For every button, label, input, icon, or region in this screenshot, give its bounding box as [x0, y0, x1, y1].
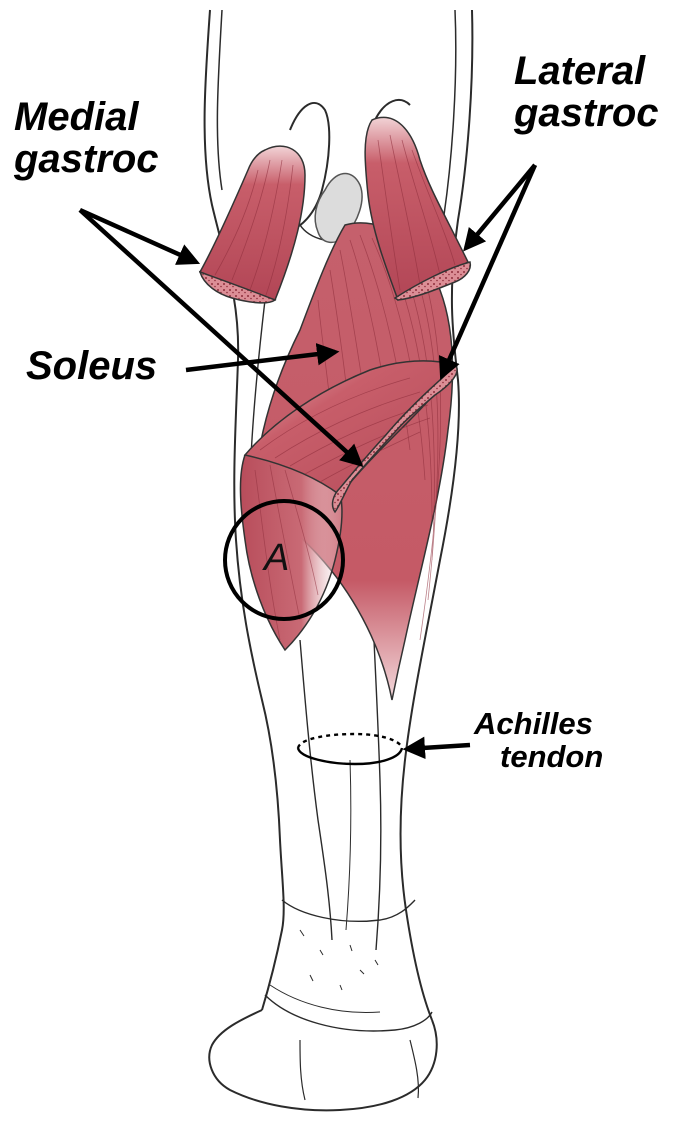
- achilles-marker: [298, 734, 402, 764]
- medial-gastroc-label-line1: Medial: [14, 96, 159, 138]
- achilles-label-line1: Achilles: [474, 708, 603, 741]
- lateral-gastroc-label-line2: gastroc: [512, 92, 659, 134]
- region-a-label: A: [264, 537, 289, 580]
- soleus-label: Soleus: [26, 345, 157, 387]
- achilles-label-line2: tendon: [474, 741, 603, 774]
- achilles-tendon-label: Achilles tendon: [474, 708, 603, 773]
- medial-gastroc-label: Medial gastroc: [14, 96, 159, 180]
- medial-gastroc-upper: [200, 146, 305, 303]
- lateral-gastroc-label: Lateral gastroc: [512, 50, 659, 134]
- lateral-gastroc-label-line1: Lateral: [512, 50, 659, 92]
- medial-gastroc-label-line2: gastroc: [14, 138, 159, 180]
